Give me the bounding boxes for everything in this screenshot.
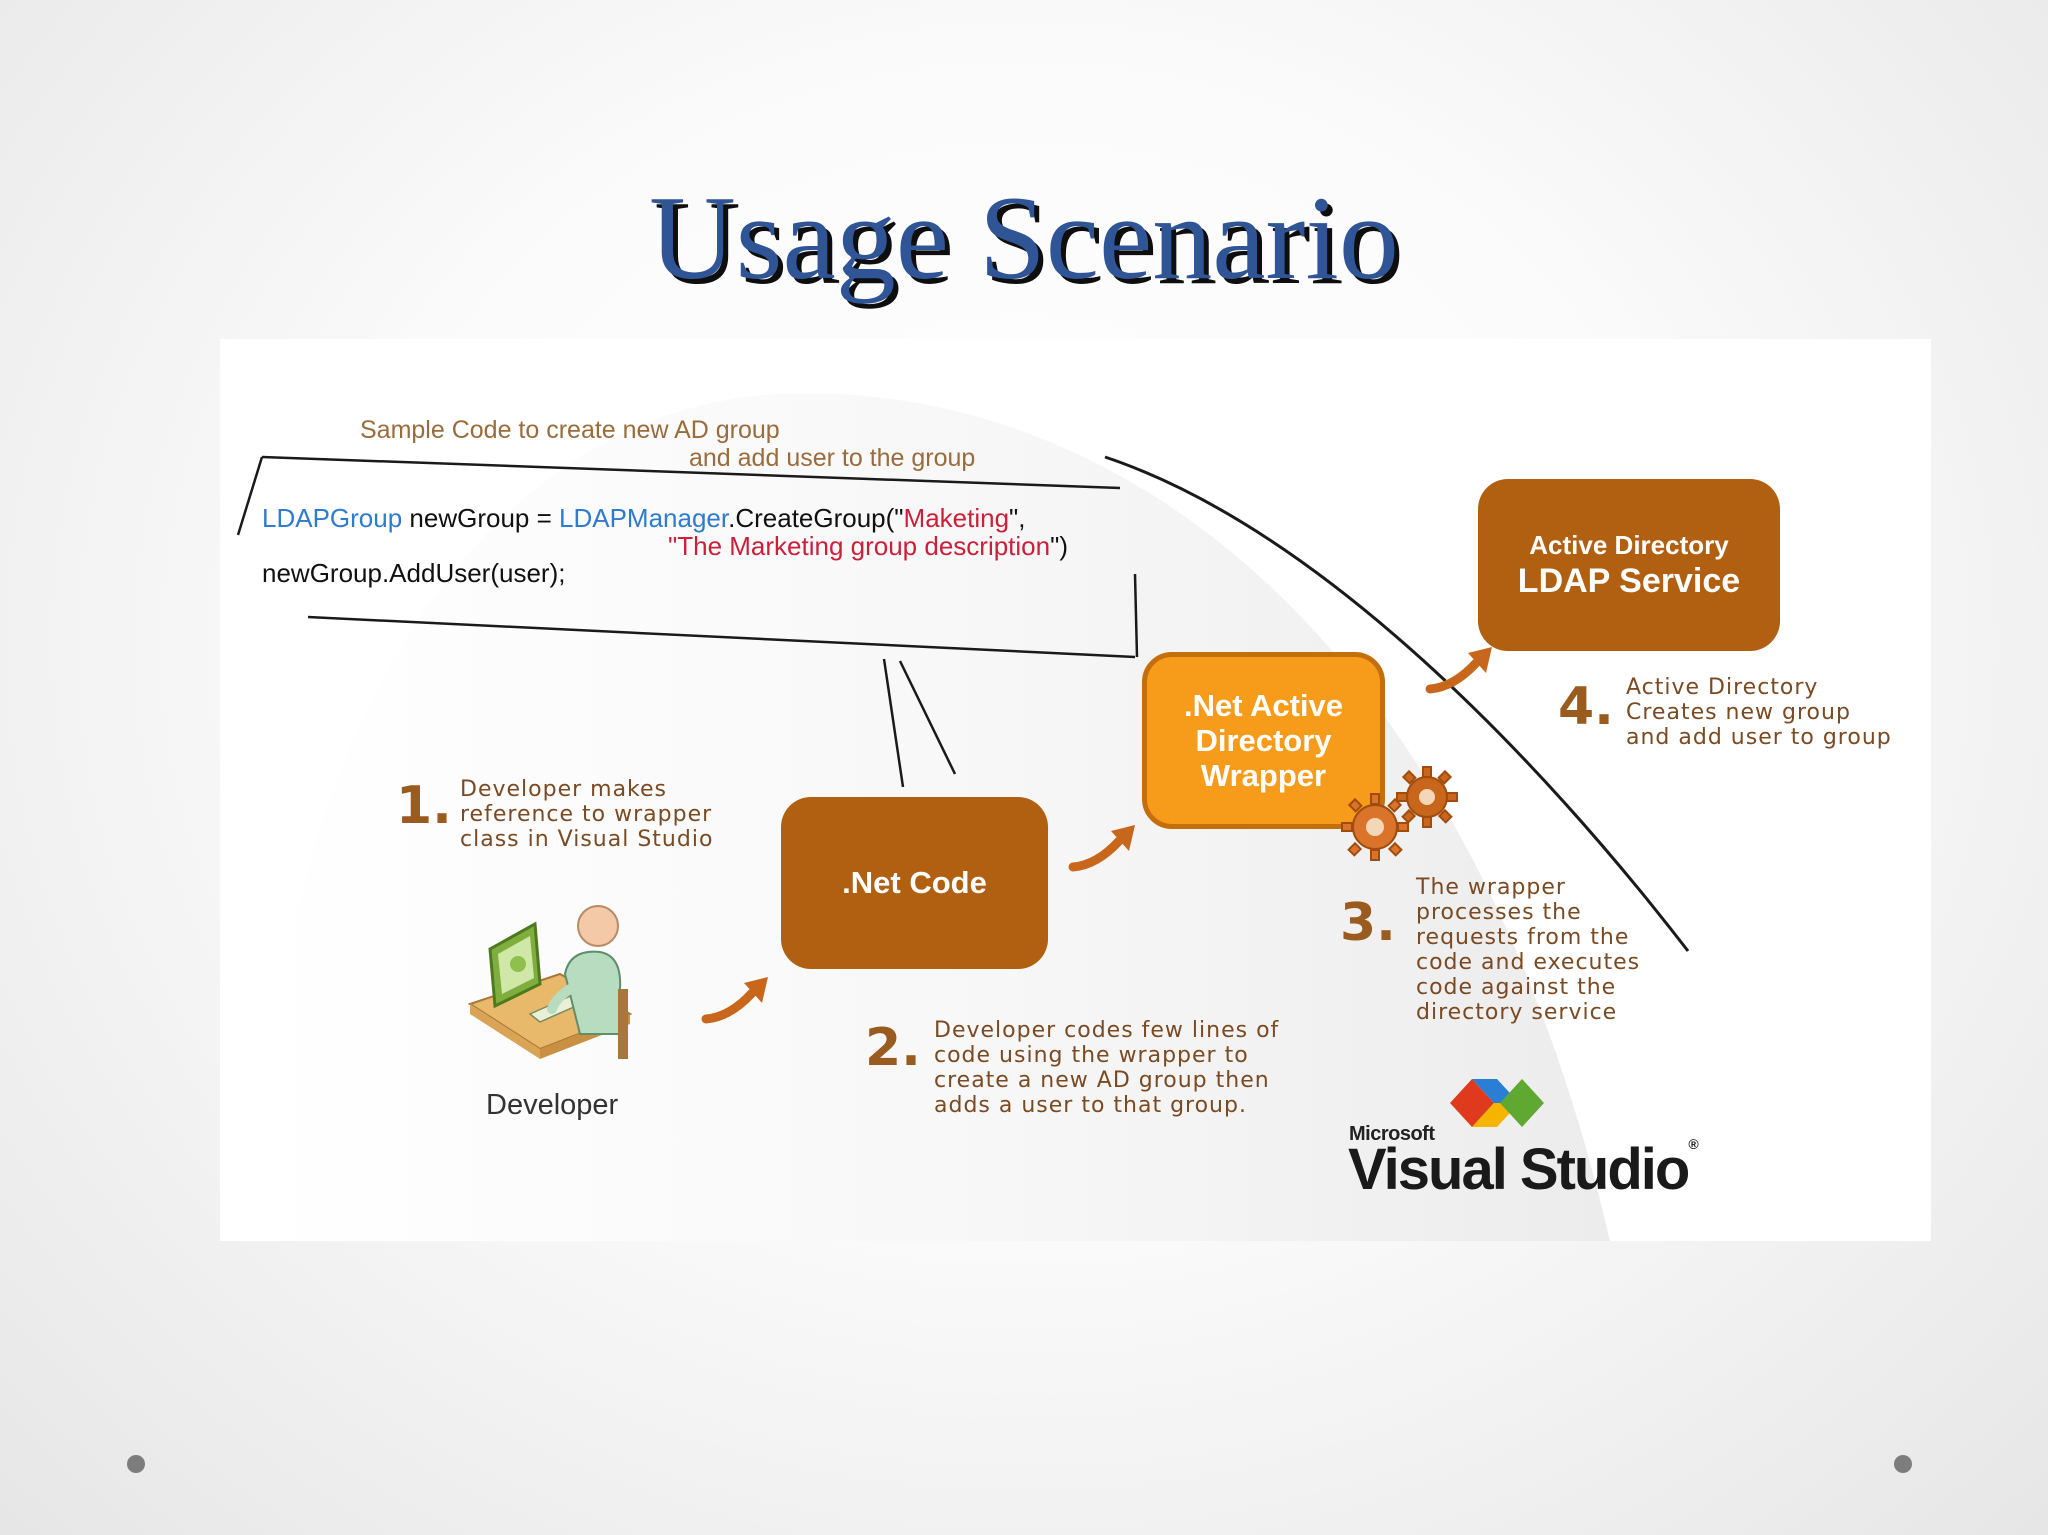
step-1-text: Developer makes reference to wrapper cla…: [460, 777, 713, 852]
code-line-3: newGroup.AddUser(user);: [262, 558, 566, 588]
slide-dot-left: [127, 1455, 145, 1473]
code-open-quote: ": [668, 531, 678, 561]
code-line-2: "The Marketing group description"): [668, 531, 1068, 561]
step-3-text: The wrapper processes the requests from …: [1416, 875, 1640, 1025]
step-2-line: create a new AD group then: [934, 1068, 1270, 1093]
step-3-line: The wrapper: [1416, 875, 1566, 900]
developer-at-computer-icon: [467, 905, 633, 1059]
step-2-line: adds a user to that group.: [934, 1093, 1247, 1118]
code-caption-line2: and add user to the group: [689, 444, 976, 472]
slide-dot-right: [1894, 1455, 1912, 1473]
step-4-text: Active Directory Creates new group and a…: [1626, 675, 1892, 750]
ad-box-line2: LDAP Service: [1517, 562, 1741, 600]
net-code-box-label: .Net Code: [842, 865, 987, 900]
wrapper-box: .Net Active Directory Wrapper: [1142, 652, 1385, 829]
step-3-line: directory service: [1416, 1000, 1618, 1025]
step-3-line: requests from the: [1416, 925, 1630, 950]
arrow-wrapper-to-ad-icon: [1425, 647, 1492, 694]
visual-studio-logo-mark-icon: [1450, 1079, 1544, 1127]
code-separator: ",: [1009, 503, 1026, 533]
step-3-number: 3.: [1340, 893, 1396, 953]
arrow-developer-to-code-icon: [701, 977, 768, 1024]
code-var-assign: newGroup =: [402, 503, 559, 533]
step-3-line: processes the: [1416, 900, 1582, 925]
code-type-name: LDAPGroup: [262, 503, 403, 533]
step-4-line: Active Directory: [1626, 675, 1819, 700]
step-1-line: Developer makes: [460, 777, 668, 802]
code-caption-line1: Sample Code to create new AD group: [360, 416, 780, 444]
step-4-line: Creates new group: [1626, 700, 1851, 725]
step-4-line: and add user to group: [1626, 725, 1892, 750]
developer-label: Developer: [486, 1089, 619, 1121]
step-2-line: Developer codes few lines of: [934, 1018, 1280, 1043]
step-2-number: 2.: [865, 1018, 921, 1078]
code-manager-name: LDAPManager: [559, 503, 729, 533]
code-group-name: Maketing: [903, 503, 1010, 533]
step-2-line: code using the wrapper to: [934, 1043, 1249, 1068]
code-description: The Marketing group description: [677, 531, 1051, 561]
step-4-number: 4.: [1558, 677, 1614, 737]
vs-logo-vendor: Microsoft: [1349, 1123, 1435, 1145]
step-1-line: reference to wrapper: [460, 802, 713, 827]
vs-logo-product-name: Visual Studio: [1348, 1137, 1690, 1202]
vs-logo-product: Visual Studio®: [1348, 1136, 1699, 1203]
slide-title: Usage Scenario: [649, 171, 1399, 304]
step-1-line: class in Visual Studio: [460, 827, 714, 852]
vs-logo-registered-mark: ®: [1688, 1136, 1699, 1152]
wrapper-box-label: .Net Active Directory Wrapper: [1183, 688, 1344, 793]
usage-scenario-diagram: Sample Code to create new AD group and a…: [220, 339, 1931, 1241]
step-1-number: 1.: [396, 776, 452, 836]
ad-ldap-service-box: Active Directory LDAP Service: [1478, 479, 1780, 651]
step-2-text: Developer codes few lines of code using …: [934, 1018, 1279, 1118]
gears-icon: [1341, 766, 1458, 861]
net-code-box: .Net Code: [781, 797, 1048, 969]
code-close: "): [1050, 531, 1068, 561]
ad-box-line1: Active Directory: [1529, 530, 1729, 560]
step-3-line: code against the: [1416, 975, 1617, 1000]
code-method-call: .CreateGroup(": [728, 503, 904, 533]
code-line-1: LDAPGroup newGroup = LDAPManager.CreateG…: [262, 503, 1025, 533]
arrow-code-to-wrapper-icon: [1068, 825, 1135, 872]
step-3-line: code and executes: [1416, 950, 1641, 975]
